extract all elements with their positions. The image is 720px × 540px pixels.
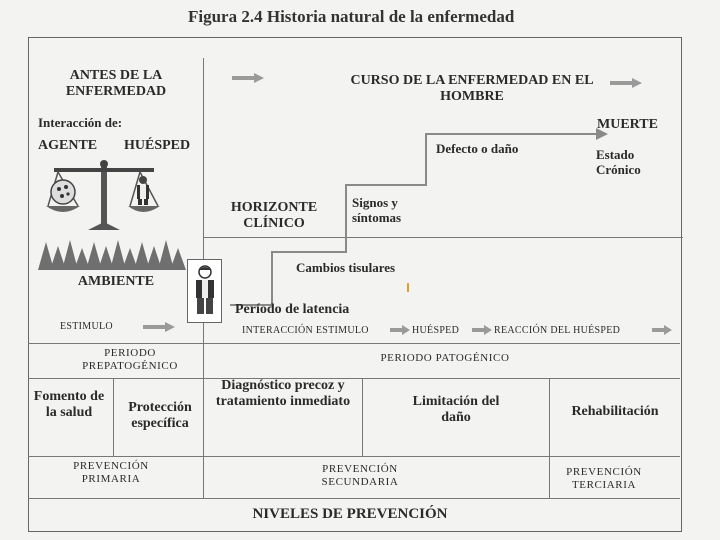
forest-icon xyxy=(38,240,186,270)
arrow-right-icon xyxy=(652,325,672,335)
measures-divider xyxy=(113,378,114,456)
niveles-label: NIVELES DE PREVENCIÓN xyxy=(252,506,448,522)
measures-divider xyxy=(549,378,550,456)
prevencion-primaria-label: PREVENCIÓN PRIMARIA xyxy=(73,460,149,485)
interaccion-label: Interacción de: xyxy=(38,115,123,130)
muerte-label: MUERTE xyxy=(597,117,658,132)
prevencion-terciaria-label: PREVENCIÓN TERCIARIA xyxy=(566,466,642,491)
cambios-label: Cambios tisulares xyxy=(296,260,396,275)
figure-title: Figura 2.4 Historia natural de la enferm… xyxy=(188,7,515,26)
period-row-bottom-line xyxy=(28,378,680,379)
arrow-right-icon xyxy=(472,325,492,335)
period-row-top-line xyxy=(28,343,680,344)
measures-bottom-line xyxy=(28,456,680,457)
huesped-label: HUÉSPED xyxy=(124,138,191,153)
huesped-chain-label: HUÉSPED xyxy=(412,325,460,336)
horizonte-label: HORIZONTE CLÍNICO xyxy=(230,200,318,232)
diagram-frame xyxy=(28,37,682,532)
periodo-prepatogenico-label: PERIODO PREPATOGÉNICO xyxy=(82,347,178,372)
diagnostico-label: Diagnóstico precoz y tratamiento inmedia… xyxy=(215,378,351,410)
rehabilitacion-label: Rehabilitación xyxy=(571,404,659,419)
balance-scale-icon xyxy=(46,160,160,230)
agente-label: AGENTE xyxy=(38,138,98,153)
limitacion-label: Limitación del daño xyxy=(412,394,500,426)
arrow-right-icon xyxy=(232,73,264,83)
reaccion-label: REACCIÓN DEL HUÉSPED xyxy=(494,325,621,336)
ambiente-label: AMBIENTE xyxy=(77,274,155,289)
arrow-right-icon xyxy=(390,325,410,335)
defecto-label: Defecto o daño xyxy=(436,141,519,156)
levels-divider xyxy=(549,456,550,498)
antes-label: ANTES DE LA ENFERMEDAD xyxy=(65,68,167,100)
interaccion-estimulo-label: INTERACCIÓN ESTIMULO xyxy=(242,325,369,336)
periodo-patogenico-label: PERIODO PATOGÉNICO xyxy=(380,352,510,364)
clinical-horizon-line xyxy=(203,237,683,238)
curso-label: CURSO DE LA ENFERMEDAD EN EL HOMBRE xyxy=(350,73,594,105)
measures-divider xyxy=(362,378,363,456)
estimulo-label: ESTIMULO xyxy=(60,321,113,332)
signos-label: Signos y síntomas xyxy=(352,195,402,225)
person-icon xyxy=(196,265,214,314)
estado-cronico-label: Estado Crónico xyxy=(596,147,641,177)
arrow-right-icon xyxy=(143,322,175,332)
levels-bottom-line xyxy=(28,498,680,499)
arrow-right-icon xyxy=(610,78,642,88)
proteccion-label: Protección específica xyxy=(128,400,192,432)
fomento-label: Fomento de la salud xyxy=(33,389,105,421)
latencia-label: Período de latencia xyxy=(235,302,350,317)
prevencion-secundaria-label: PREVENCIÓN SECUNDARIA xyxy=(321,463,399,488)
